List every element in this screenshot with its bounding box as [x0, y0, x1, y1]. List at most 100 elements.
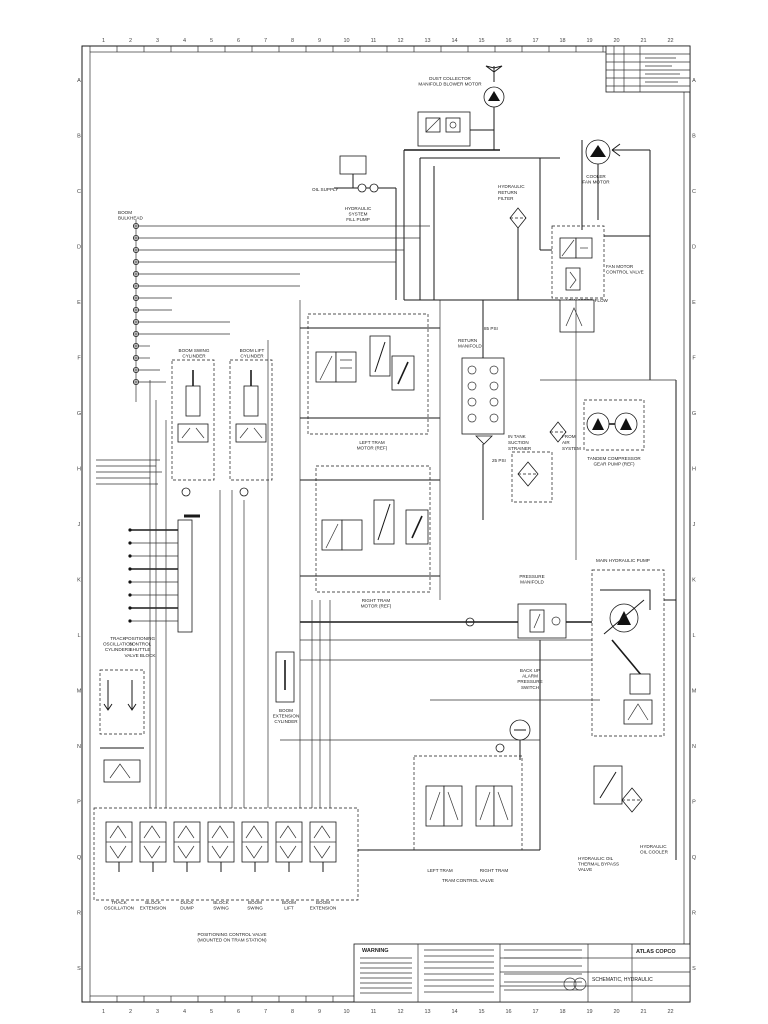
- grid-column-label: 19: [586, 38, 592, 44]
- grid-column-label: 16: [505, 38, 511, 44]
- grid-column-label: 14: [451, 38, 457, 44]
- grid-row-label: A: [692, 78, 696, 84]
- grid-row-label: E: [692, 300, 696, 306]
- grid-column-label: 20: [613, 1009, 619, 1015]
- grid-column-label: 11: [371, 38, 377, 44]
- grid-column-label: 21: [640, 1009, 646, 1015]
- grid-row-label: C: [77, 189, 81, 195]
- grid-row-label: F: [692, 355, 696, 361]
- grid-column-label: 6: [237, 1009, 240, 1015]
- grid-row-label: A: [77, 78, 81, 84]
- tram-control-group: LEFT TRAM RIGHT TRAM TRAM CONTROL VALVE: [410, 640, 541, 883]
- grid-row-label: G: [692, 411, 696, 417]
- left-tram-motor-block: [307, 313, 429, 435]
- grid-column-label: 16: [505, 1009, 511, 1015]
- right-tram-motor-block: [315, 465, 431, 593]
- hydraulic-trunk-lines: [149, 299, 676, 808]
- grid-column-label: 2: [129, 1009, 132, 1015]
- psi-25-label: 25 PSI: [492, 458, 506, 463]
- fan-control-valve-block: [551, 225, 605, 299]
- drawing-title: SCHEMATIC, HYDRAULIC: [592, 977, 653, 983]
- left-note: [96, 459, 162, 485]
- grid-column-label: 5: [210, 1009, 213, 1015]
- flow-regulator: [559, 299, 595, 333]
- grid-row-label: L: [692, 633, 695, 639]
- grid-column-label: 9: [318, 38, 321, 44]
- tram-left-label: LEFT TRAM: [427, 868, 453, 873]
- grid-column-label: 17: [532, 38, 538, 44]
- grid-column-label: 13: [424, 38, 430, 44]
- title-block: WARNING ATLAS COPCO SCHEMATIC, HYDRAULIC: [353, 943, 691, 1003]
- grid-column-label: 15: [478, 38, 484, 44]
- grid-row-label: R: [77, 911, 81, 917]
- grid-row-label: G: [77, 411, 81, 417]
- grid-column-label: 11: [371, 1009, 377, 1015]
- svg-text:AIR: AIR: [562, 440, 570, 445]
- grid-column-label: 3: [156, 1009, 159, 1015]
- svg-text:FILTER: FILTER: [498, 196, 514, 201]
- tram-right-label: RIGHT TRAM: [480, 868, 509, 873]
- boom-lift-cylinder-block: [229, 359, 273, 481]
- grid-column-label: 10: [343, 38, 349, 44]
- shuttle-valve-block: [177, 519, 193, 633]
- grid-column-label: 21: [640, 38, 646, 44]
- boom-swing-cylinder-block: [171, 359, 215, 481]
- grid-column-label: 12: [397, 38, 403, 44]
- grid-column-label: 4: [183, 1009, 186, 1015]
- grid-row-label: F: [77, 355, 81, 361]
- grid-row-label: R: [692, 911, 696, 917]
- warning-title: WARNING: [362, 948, 389, 954]
- grid-column-label: 18: [559, 1009, 565, 1015]
- check-valve-icon: [357, 183, 367, 193]
- grid-row-label: J: [78, 522, 81, 528]
- grid-row-label: N: [692, 744, 696, 750]
- cylinder-icon: [185, 385, 201, 417]
- valve-bank-border: [93, 807, 359, 901]
- grid-row-label: Q: [692, 855, 697, 861]
- grid-column-label: 10: [343, 1009, 349, 1015]
- grid-column-label: 3: [156, 38, 159, 44]
- grid-row-label: B: [77, 133, 81, 139]
- grid-row-label: P: [692, 800, 696, 806]
- grid-row-label: D: [692, 244, 696, 250]
- svg-text:FROM: FROM: [562, 434, 576, 439]
- grid-column-label: 13: [424, 1009, 430, 1015]
- grid-column-label: 14: [451, 1009, 457, 1015]
- main-pump-block: [591, 569, 665, 737]
- grid-column-label: 8: [291, 1009, 294, 1015]
- main-pump-group: MAIN HYDRAULIC PUMP: [591, 380, 677, 860]
- return-manifold-block: [461, 357, 505, 435]
- grid-column-label: 8: [291, 38, 294, 44]
- grid-column-label: 1: [102, 38, 105, 44]
- main-pump-label: MAIN HYDRAULIC PUMP: [596, 558, 650, 563]
- compressor-block: [583, 399, 645, 451]
